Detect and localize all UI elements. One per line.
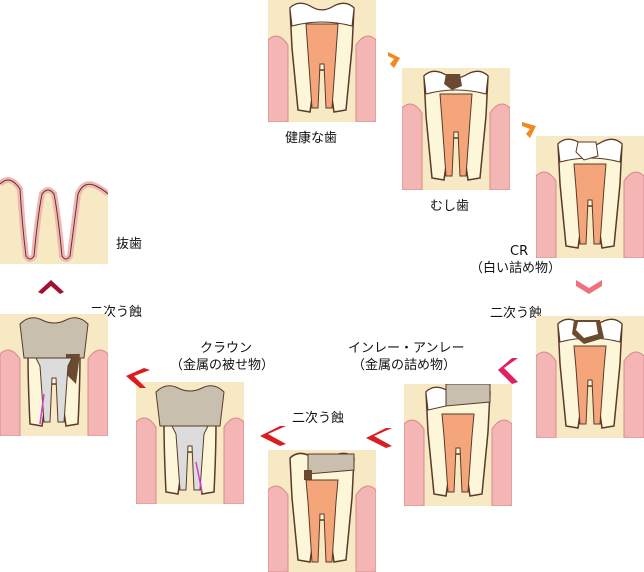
arrow-7 [124,366,152,390]
arrow-1 [386,48,408,70]
arrow-6 [258,424,288,448]
arrow-8 [36,274,66,296]
label-secondary-1: 二次う蝕 [490,306,543,321]
label-healthy: 健康な歯 [285,131,338,146]
tooth-secondary-decay-3 [0,314,108,436]
tooth-healthy [268,0,376,122]
label-crown-line1: クラウン [200,341,253,356]
tooth-inlay [404,384,512,506]
label-extraction: 抜歯 [116,237,143,252]
label-secondary-2: 二次う蝕 [292,411,345,426]
tooth-crown [136,382,244,504]
arrow-4 [496,356,522,386]
label-crown-line2: （金属の被せ物） [170,358,275,373]
tooth-cr [536,136,644,258]
tooth-secondary-decay-1 [536,316,644,438]
tooth-cavity [402,68,510,190]
arrow-3 [574,276,604,296]
arrow-5 [364,426,394,450]
label-cr-line1: CR [510,244,529,259]
label-inlay-line2: （金属の詰め物） [352,358,457,373]
label-cr-line2: （白い詰め物） [470,261,562,276]
tooth-extraction [0,164,108,264]
label-cavity: むし歯 [430,199,470,214]
tooth-secondary-decay-2 [268,450,376,572]
label-inlay-line1: インレー・アンレー [348,341,465,356]
arrow-2 [520,116,544,140]
